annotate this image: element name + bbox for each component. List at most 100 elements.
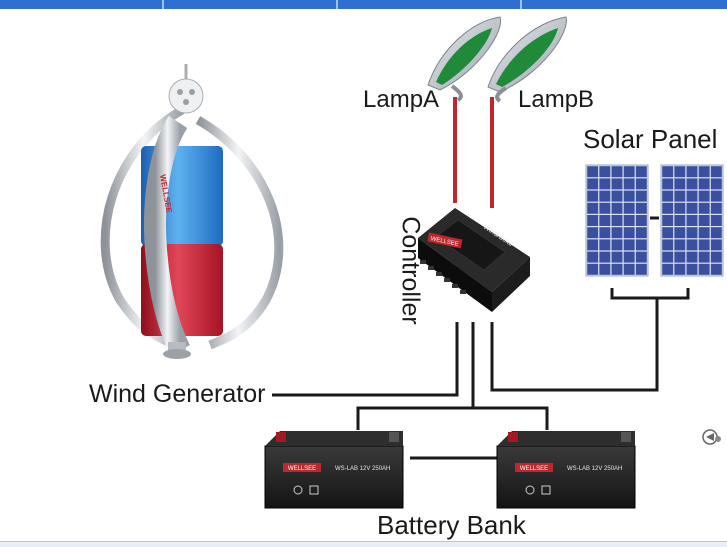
- solar-cell: [587, 215, 599, 226]
- solar-panel-joiner-wire: [610, 288, 690, 300]
- top-bar-divider: [520, 0, 522, 9]
- lamp-b: [487, 16, 567, 103]
- solar-cell: [611, 227, 623, 239]
- solar-cell: [710, 215, 722, 226]
- solar-cell: [623, 227, 635, 239]
- solar-cell: [599, 215, 611, 226]
- controller-brand-text: WELLSEE: [430, 236, 459, 248]
- lamp-wires: [453, 97, 494, 208]
- solar-cell: [623, 239, 635, 251]
- solar-cell: [623, 166, 635, 178]
- solar-cell: [662, 227, 674, 239]
- solar-cell: [698, 202, 710, 214]
- wind-generator-right-arm: [195, 116, 284, 350]
- solar-panel-left-cells: [587, 166, 647, 275]
- solar-cell: [587, 166, 599, 178]
- solar-cell: [611, 166, 623, 178]
- solar-cell: [662, 166, 674, 178]
- wind-generator-center-vane: [143, 116, 190, 355]
- solar-cell: [611, 215, 623, 226]
- solar-cell: [674, 215, 686, 226]
- solar-cell: [686, 263, 698, 275]
- browser-top-bar: [0, 0, 727, 9]
- solar-cell: [674, 239, 686, 251]
- wind-generator: WELLSEE: [100, 64, 284, 359]
- solar-cell: [686, 251, 698, 263]
- solar-cell: [710, 251, 722, 263]
- controller-terminals: [420, 260, 466, 294]
- solar-cell: [599, 202, 611, 214]
- solar-cell: [623, 202, 635, 214]
- solar-cell: [710, 227, 722, 239]
- solar-cell: [686, 202, 698, 214]
- solar-cell: [698, 263, 710, 275]
- top-bar-divider: [336, 0, 338, 9]
- solar-cell: [674, 190, 686, 202]
- solar-cell: [611, 251, 623, 263]
- lamp-b-label: LampB: [518, 86, 595, 113]
- solar-cell: [698, 178, 710, 190]
- battery-right-brand-badge: [515, 463, 553, 472]
- solar-cell: [599, 178, 611, 190]
- top-bar-divider: [162, 0, 164, 9]
- solar-cell: [710, 166, 722, 178]
- solar-cell: [635, 227, 647, 239]
- battery-right: WELLSEE WS-LAB 12V 250AH: [496, 431, 636, 509]
- solar-cell: [635, 166, 647, 178]
- solar-cell: [662, 215, 674, 226]
- solar-panel-right-cells: [662, 166, 722, 275]
- solar-cell: [635, 263, 647, 275]
- solar-cell: [698, 227, 710, 239]
- solar-cell: [662, 190, 674, 202]
- wind-generator-wire: [272, 322, 459, 397]
- solar-cell: [710, 263, 722, 275]
- solar-cell: [587, 178, 599, 190]
- browser-status-bar: [0, 541, 727, 547]
- solar-cell: [698, 190, 710, 202]
- solar-cell: [662, 178, 674, 190]
- solar-panel-wire: [490, 298, 659, 392]
- solar-cell: [674, 178, 686, 190]
- solar-cell: [623, 190, 635, 202]
- solar-cell: [674, 166, 686, 178]
- solar-cell: [674, 202, 686, 214]
- solar-cell: [710, 190, 722, 202]
- wind-generator-base: [168, 342, 186, 352]
- solar-cell: [698, 215, 710, 226]
- solar-cell: [635, 215, 647, 226]
- system-wires: [272, 288, 690, 460]
- solar-cell: [698, 251, 710, 263]
- solar-cell: [611, 239, 623, 251]
- wind-generator-label: Wind Generator: [89, 380, 266, 408]
- solar-cell: [623, 178, 635, 190]
- battery-bus-wire: [356, 406, 549, 430]
- solar-cell: [635, 202, 647, 214]
- solar-cell: [662, 202, 674, 214]
- solar-cell: [635, 190, 647, 202]
- wind-generator-hub: [168, 78, 204, 114]
- solar-panel-label: Solar Panel: [583, 124, 718, 154]
- lamp-a: [427, 16, 502, 102]
- solar-cell: [686, 215, 698, 226]
- battery-bank-label: Battery Bank: [377, 510, 526, 540]
- solar-cell: [599, 227, 611, 239]
- share-icon[interactable]: [701, 428, 723, 446]
- wind-generator-base-foot: [163, 349, 191, 359]
- solar-cell: [662, 251, 674, 263]
- solar-cell: [587, 263, 599, 275]
- solar-cell: [599, 263, 611, 275]
- solar-cell: [599, 251, 611, 263]
- solar-cell: [587, 227, 599, 239]
- solar-cell: [587, 251, 599, 263]
- solar-cell: [674, 251, 686, 263]
- solar-cell: [611, 178, 623, 190]
- solar-cell: [635, 251, 647, 263]
- solar-cell: [587, 202, 599, 214]
- solar-cell: [623, 251, 635, 263]
- battery-left-brand-badge: [283, 463, 321, 472]
- solar-cell: [710, 178, 722, 190]
- solar-cell: [662, 239, 674, 251]
- solar-cell: [698, 166, 710, 178]
